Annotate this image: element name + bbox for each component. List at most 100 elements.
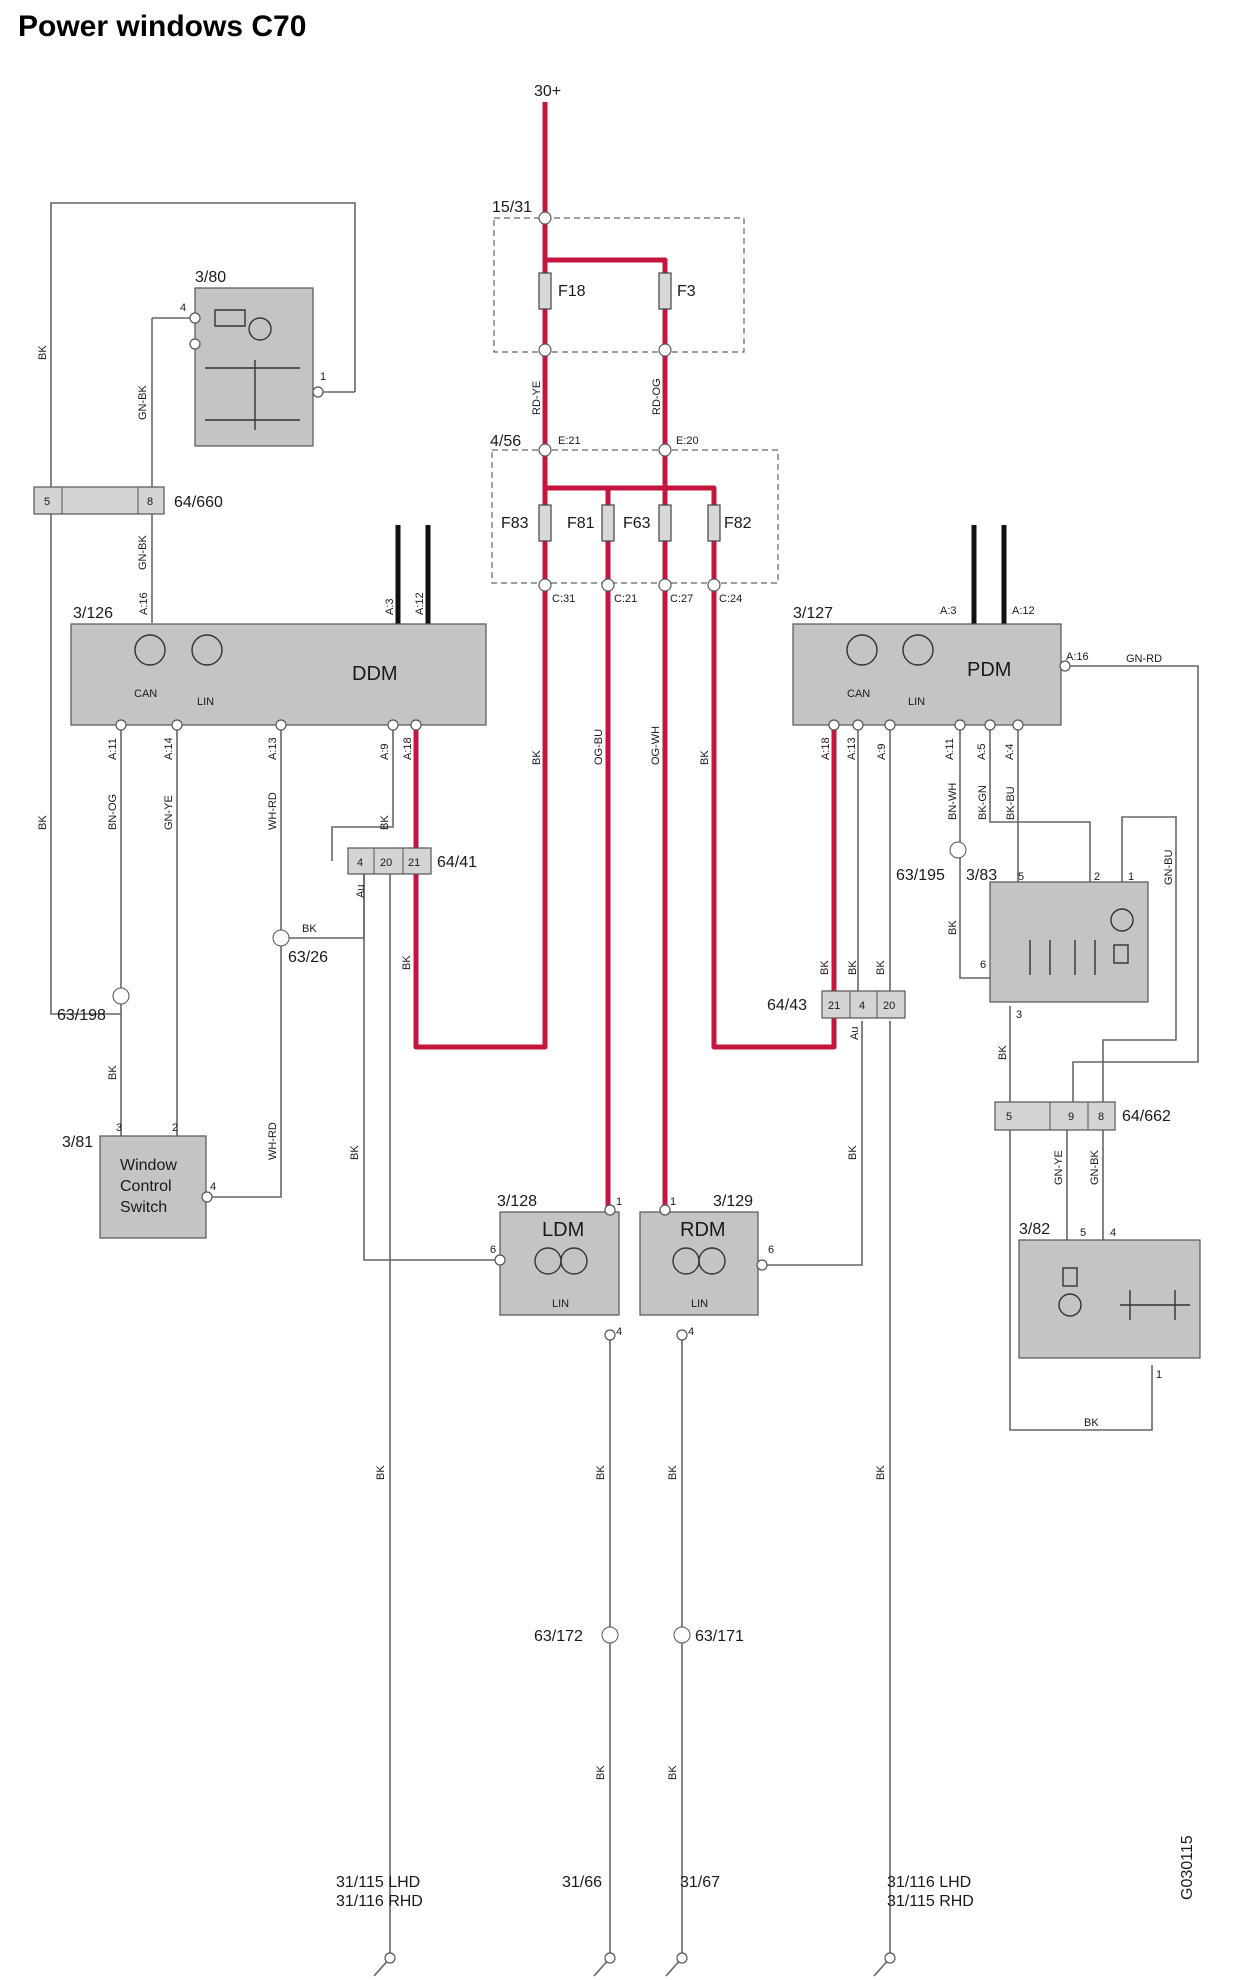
splice-63-195: 63/195	[896, 867, 945, 884]
svg-text:BK: BK	[997, 1045, 1009, 1060]
fuse-input-e21: E:21	[558, 435, 581, 447]
svg-text:GN-BK: GN-BK	[137, 385, 149, 421]
connector-64-662-id: 64/662	[1122, 1108, 1171, 1125]
splice-63-26: 63/26	[288, 949, 328, 966]
svg-text:BK: BK	[107, 1065, 119, 1080]
svg-text:4: 4	[210, 1181, 216, 1193]
svg-text:A:9: A:9	[379, 743, 391, 760]
svg-text:BK: BK	[375, 1465, 387, 1480]
svg-text:A:4: A:4	[1004, 743, 1016, 760]
svg-text:BK: BK	[667, 1465, 679, 1480]
fuse-output-c27: C:27	[670, 593, 693, 605]
switch-3-83: 3/83	[966, 867, 1149, 1003]
svg-text:BK: BK	[667, 1765, 679, 1780]
svg-text:A:13: A:13	[846, 737, 858, 760]
svg-text:4: 4	[616, 1326, 622, 1338]
ldm-name: LDM	[542, 1219, 584, 1241]
switch-3-80-id: 3/80	[195, 269, 226, 286]
svg-text:A:13: A:13	[267, 737, 279, 760]
svg-text:A:3: A:3	[384, 598, 396, 615]
svg-text:GN-YE: GN-YE	[163, 795, 175, 830]
splices: 63/198 63/26 63/195 63/172 63/171	[57, 841, 967, 1645]
svg-text:A:3: A:3	[940, 605, 957, 617]
document-id: G030115	[1179, 1835, 1196, 1900]
ddm-id: 3/126	[73, 605, 113, 622]
svg-text:WH-RD: WH-RD	[267, 792, 279, 830]
svg-text:A:16: A:16	[1066, 651, 1089, 663]
svg-text:4: 4	[859, 1000, 865, 1012]
svg-text:BK: BK	[847, 960, 859, 975]
svg-text:8: 8	[1098, 1111, 1104, 1123]
connector-64-43-id: 64/43	[767, 997, 807, 1014]
svg-text:A:12: A:12	[414, 592, 426, 615]
window-control-switch-3-81: 3/81 Window Control Switch	[62, 1134, 207, 1239]
svg-text:4: 4	[1110, 1227, 1116, 1239]
svg-text:6: 6	[768, 1244, 774, 1256]
svg-text:BK: BK	[947, 920, 959, 935]
svg-text:A:14: A:14	[163, 737, 175, 760]
splice-63-198: 63/198	[57, 1007, 106, 1024]
svg-text:A:5: A:5	[976, 743, 988, 760]
ground-31-67: 31/67	[680, 1874, 720, 1891]
pin-labels: A:16 A:3 A:12 A:11 A:14 A:13 A:9 A:18 A:…	[107, 302, 1162, 1381]
svg-text:21: 21	[828, 1000, 840, 1012]
ddm-name: DDM	[352, 663, 398, 685]
fuse-f63: F63	[623, 515, 651, 532]
svg-text:OG-WH: OG-WH	[650, 726, 662, 765]
page-title: Power windows C70	[18, 10, 307, 43]
svg-text:BK-BU: BK-BU	[1005, 786, 1017, 820]
svg-text:6: 6	[980, 959, 986, 971]
pin-circles	[115, 211, 1071, 1964]
switch-3-81-id: 3/81	[62, 1134, 93, 1151]
svg-text:4: 4	[688, 1326, 694, 1338]
rdm-id: 3/129	[713, 1193, 753, 1210]
svg-text:21: 21	[408, 857, 420, 869]
fuse-box-15-31-id: 15/31	[492, 199, 532, 216]
svg-text:LIN: LIN	[552, 1298, 569, 1310]
connector-64-43: 21 4 20 64/43	[767, 990, 906, 1019]
svg-text:BK: BK	[349, 1145, 361, 1160]
fuse-f81: F81	[567, 515, 595, 532]
ground-1-line1: 31/115 LHD	[336, 1874, 420, 1891]
svg-text:A:18: A:18	[402, 737, 414, 760]
svg-text:A:18: A:18	[820, 737, 832, 760]
svg-text:5: 5	[1006, 1111, 1012, 1123]
svg-text:BK: BK	[595, 1465, 607, 1480]
svg-text:LIN: LIN	[197, 696, 214, 708]
svg-text:Window: Window	[120, 1157, 177, 1174]
connector-64-41-id: 64/41	[437, 854, 477, 871]
connector-64-662: 5 9 8 64/662	[994, 1101, 1171, 1131]
rdm-name: RDM	[680, 1219, 726, 1241]
power-wires	[413, 102, 837, 1210]
svg-text:1: 1	[670, 1196, 676, 1208]
module-ldm: 3/128 LDM LIN	[497, 1193, 620, 1316]
svg-text:20: 20	[380, 857, 392, 869]
switch-3-82-id: 3/82	[1019, 1221, 1050, 1238]
svg-text:CAN: CAN	[134, 688, 157, 700]
fuse-box-4-56: 4/56 E:21 E:20 F83 F81 F63 F82 C:31 C:21…	[490, 433, 779, 605]
fuse-f18: F18	[558, 283, 586, 300]
connector-64-660-id: 64/660	[174, 494, 223, 511]
svg-text:1: 1	[320, 371, 326, 383]
svg-text:1: 1	[616, 1196, 622, 1208]
ldm-id: 3/128	[497, 1193, 537, 1210]
svg-text:4: 4	[180, 302, 186, 314]
svg-text:Au: Au	[849, 1027, 861, 1040]
ground-4-line2: 31/115 RHD	[887, 1893, 974, 1910]
module-rdm: 3/129 RDM LIN	[639, 1193, 759, 1316]
fuse-f83: F83	[501, 515, 529, 532]
svg-text:BN-OG: BN-OG	[107, 794, 119, 830]
fuse-output-c31: C:31	[552, 593, 575, 605]
svg-text:BK: BK	[819, 960, 831, 975]
wire-color-labels: BK GN-BK GN-BK BK BN-OG GN-YE WH-RD WH-R…	[37, 345, 1175, 1780]
ground-31-66: 31/66	[562, 1874, 602, 1891]
svg-text:BK: BK	[699, 750, 711, 765]
fuse-output-c24: C:24	[719, 593, 742, 605]
svg-text:RD-OG: RD-OG	[651, 378, 663, 415]
svg-text:Switch: Switch	[120, 1199, 167, 1216]
svg-text:BK: BK	[37, 345, 49, 360]
svg-text:5: 5	[1080, 1227, 1086, 1239]
svg-text:BK-GN: BK-GN	[977, 785, 989, 820]
svg-text:4: 4	[357, 857, 363, 869]
svg-text:BK: BK	[875, 960, 887, 975]
